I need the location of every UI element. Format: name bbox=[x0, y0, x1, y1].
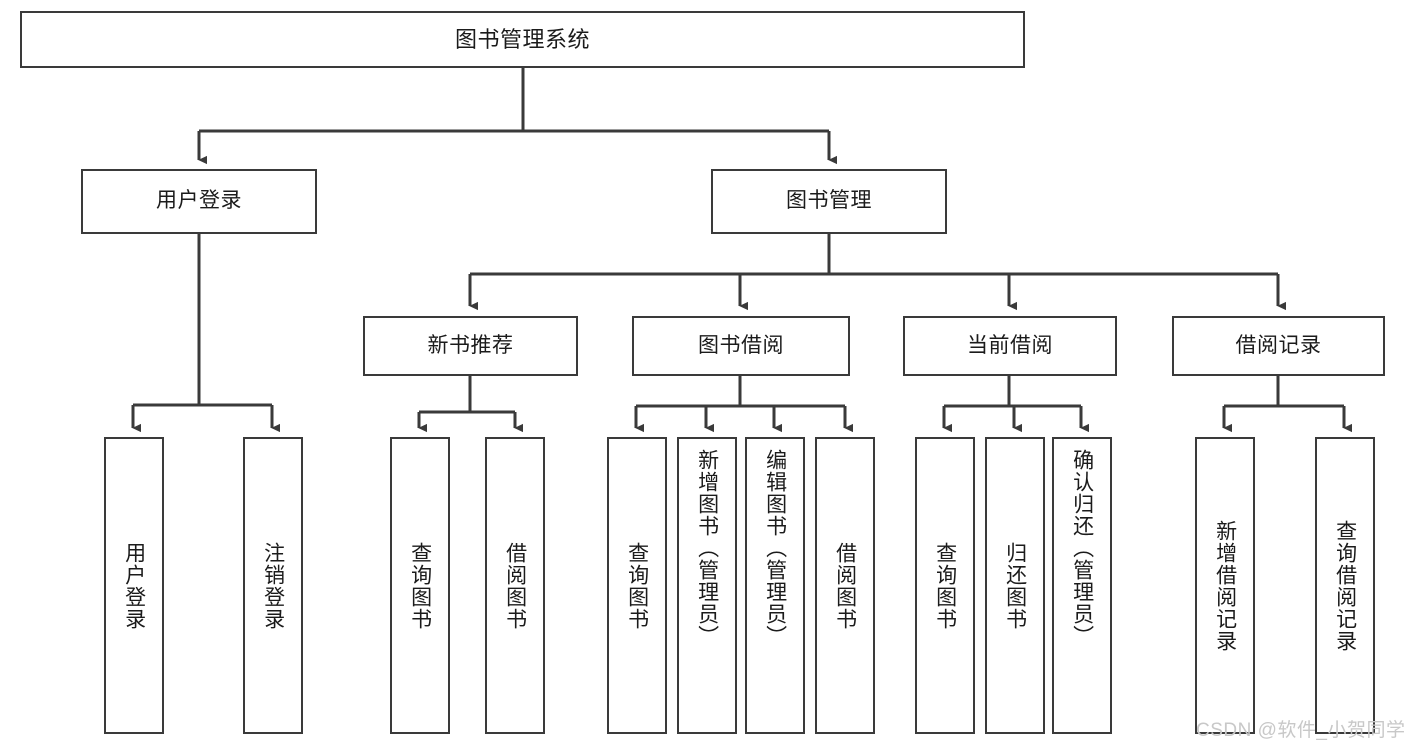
leaf-query-borrow-record[interactable]: 查询借阅记录 bbox=[1315, 437, 1375, 734]
node-label: 新增图书（管理员） bbox=[695, 449, 719, 647]
leaf-return-book[interactable]: 归还图书 bbox=[985, 437, 1045, 734]
watermark-text: CSDN @软件_小贺同学 bbox=[1196, 720, 1405, 741]
leaf-query-book-newbook[interactable]: 查询图书 bbox=[390, 437, 450, 734]
leaf-confirm-return-admin[interactable]: 确认归还（管理员） bbox=[1052, 437, 1112, 734]
leaf-query-book-current[interactable]: 查询图书 bbox=[915, 437, 975, 734]
node-label: 借阅图书 bbox=[833, 541, 857, 630]
node-label: 当前借阅 bbox=[967, 333, 1053, 357]
node-label: 用户登录 bbox=[122, 541, 146, 630]
node-label: 新书推荐 bbox=[427, 333, 514, 357]
leaf-edit-book-admin[interactable]: 编辑图书（管理员） bbox=[745, 437, 805, 734]
leaf-add-borrow-record[interactable]: 新增借阅记录 bbox=[1195, 437, 1255, 734]
node-user-login[interactable]: 用户登录 bbox=[81, 169, 317, 234]
node-label: 图书管理系统 bbox=[454, 26, 590, 52]
node-label: 图书借阅 bbox=[698, 333, 784, 357]
leaf-borrow-book[interactable]: 借阅图书 bbox=[815, 437, 875, 734]
node-label: 借阅记录 bbox=[1235, 333, 1322, 357]
node-label: 归还图书 bbox=[1003, 541, 1027, 630]
node-label: 查询借阅记录 bbox=[1333, 519, 1357, 652]
node-label: 新增借阅记录 bbox=[1213, 519, 1237, 652]
leaf-add-book-admin[interactable]: 新增图书（管理员） bbox=[677, 437, 737, 734]
node-label: 用户登录 bbox=[156, 189, 242, 213]
node-root-system[interactable]: 图书管理系统 bbox=[20, 11, 1025, 68]
node-book-borrow[interactable]: 图书借阅 bbox=[632, 316, 850, 376]
node-label: 编辑图书（管理员） bbox=[763, 449, 787, 647]
node-label: 确认归还（管理员） bbox=[1070, 449, 1094, 647]
node-current-borrow[interactable]: 当前借阅 bbox=[903, 316, 1117, 376]
leaf-user-login[interactable]: 用户登录 bbox=[104, 437, 164, 734]
node-label: 注销登录 bbox=[261, 541, 285, 630]
node-book-management[interactable]: 图书管理 bbox=[711, 169, 947, 234]
node-label: 查询图书 bbox=[625, 541, 649, 630]
leaf-query-book-borrow[interactable]: 查询图书 bbox=[607, 437, 667, 734]
leaf-borrow-book-newbook[interactable]: 借阅图书 bbox=[485, 437, 545, 734]
node-label: 借阅图书 bbox=[503, 541, 527, 630]
node-new-book-recommend[interactable]: 新书推荐 bbox=[363, 316, 578, 376]
leaf-logout[interactable]: 注销登录 bbox=[243, 437, 303, 734]
node-label: 图书管理 bbox=[786, 189, 872, 213]
node-label: 查询图书 bbox=[933, 541, 957, 630]
node-borrow-record[interactable]: 借阅记录 bbox=[1172, 316, 1385, 376]
node-label: 查询图书 bbox=[408, 541, 432, 630]
